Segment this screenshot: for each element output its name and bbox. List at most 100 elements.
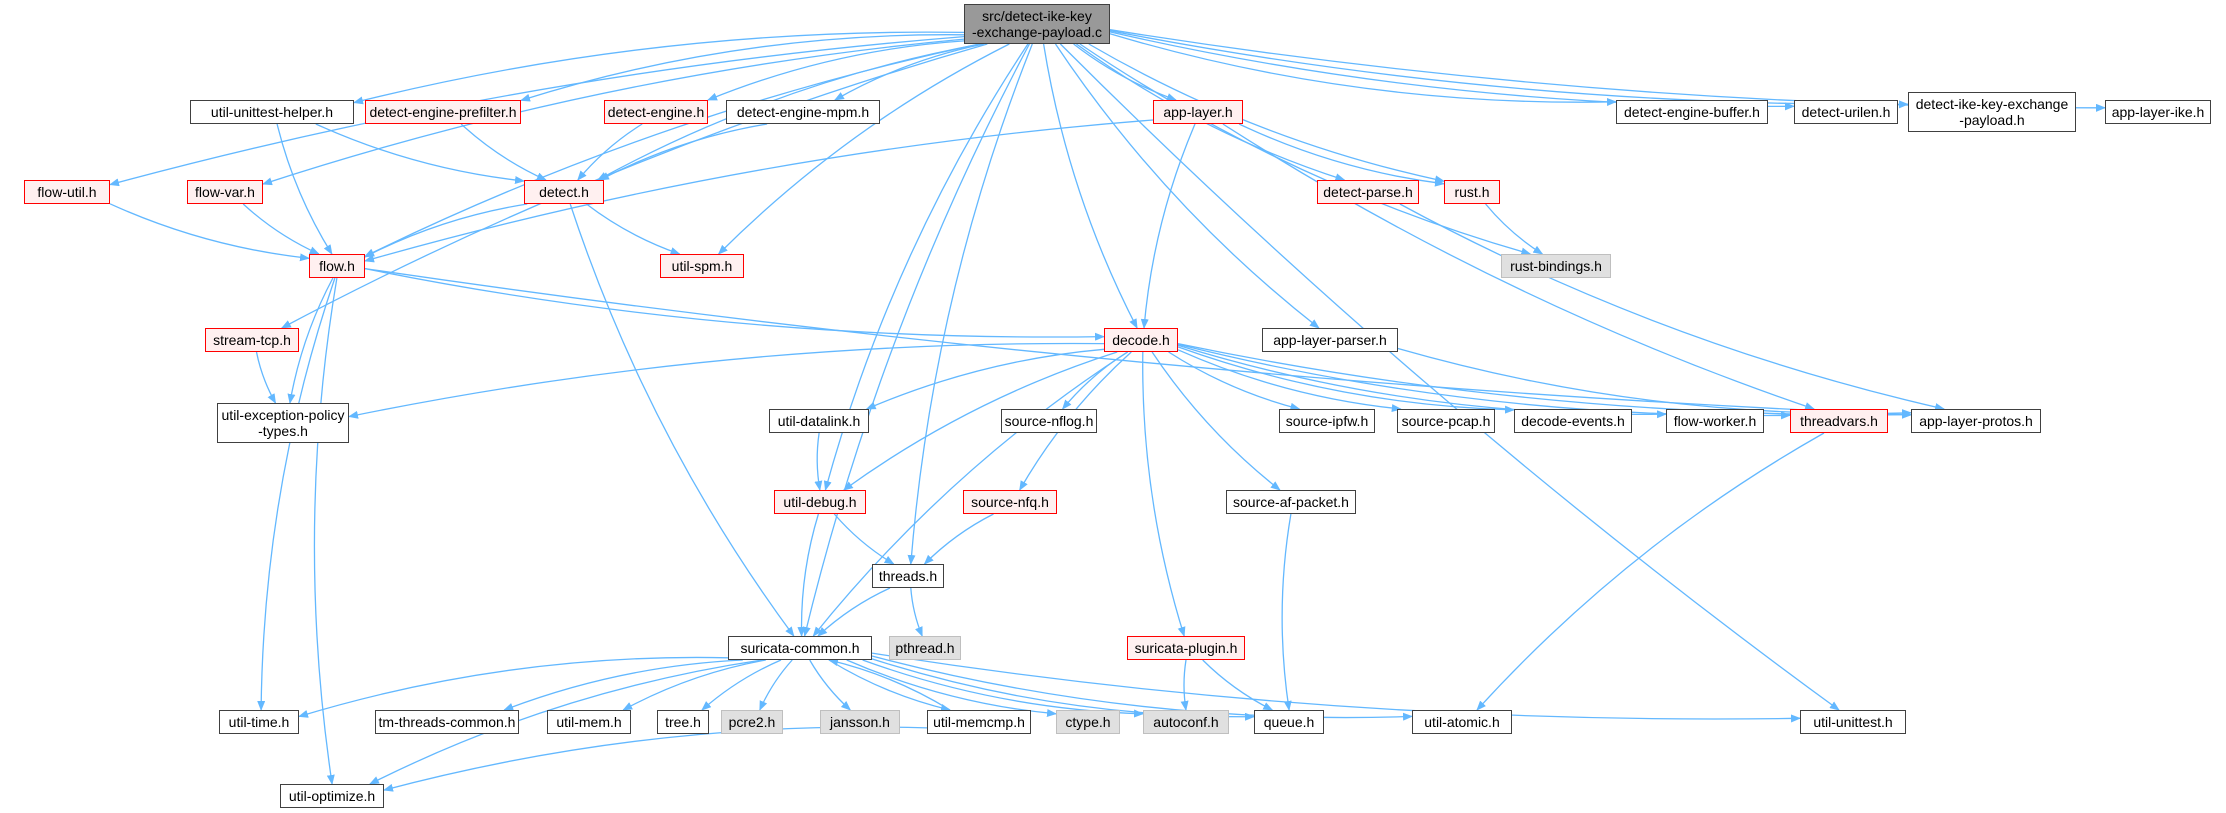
edge-decode-to-source-af-packet <box>1151 351 1281 491</box>
node-util-debug[interactable]: util-debug.h <box>774 490 866 514</box>
node-queue[interactable]: queue.h <box>1254 710 1324 734</box>
edge-flow-util-to-flow <box>109 203 310 262</box>
node-jansson[interactable]: jansson.h <box>820 710 900 734</box>
node-util-exception-policy-types[interactable]: util-exception-policy -types.h <box>217 403 349 443</box>
edge-util-unittest-helper-to-flow <box>276 123 333 255</box>
edge-decode-to-util-debug <box>842 351 1118 491</box>
node-util-unittest[interactable]: util-unittest.h <box>1800 710 1906 734</box>
edge-root-to-flow-var <box>262 38 965 186</box>
node-rust-bindings[interactable]: rust-bindings.h <box>1501 254 1611 278</box>
edge-detect-parse-to-app-layer-protos <box>1399 203 1946 411</box>
node-app-layer-protos[interactable]: app-layer-protos.h <box>1911 409 2041 433</box>
edge-suricata-common-to-util-mem <box>622 659 766 711</box>
node-source-pcap[interactable]: source-pcap.h <box>1397 409 1495 433</box>
edge-root-to-decode <box>1042 43 1138 329</box>
node-detect-engine-buffer[interactable]: detect-engine-buffer.h <box>1616 100 1768 124</box>
node-stream-tcp[interactable]: stream-tcp.h <box>205 328 299 352</box>
edge-util-memcmp-to-util-optimize <box>383 726 928 792</box>
edge-decode-to-suricata-common <box>812 351 1129 637</box>
edge-root-to-detect-engine-buffer <box>1109 33 1617 106</box>
node-util-optimize[interactable]: util-optimize.h <box>280 784 384 808</box>
edge-threads-to-suricata-common <box>817 587 891 637</box>
node-threadvars[interactable]: threadvars.h <box>1790 409 1888 433</box>
node-source-ipfw[interactable]: source-ipfw.h <box>1279 409 1375 433</box>
edge-suricata-common-to-tree <box>701 659 782 711</box>
edge-root-to-util-unittest <box>1059 43 1840 711</box>
edge-suricata-common-to-util-unittest <box>871 652 1801 723</box>
edge-root-to-detect-ike-key-exchange-payload-h <box>1109 30 1909 109</box>
node-detect-urilen[interactable]: detect-urilen.h <box>1794 100 1898 124</box>
edge-root-to-stream-tcp <box>280 43 988 329</box>
node-detect-engine-mpm[interactable]: detect-engine-mpm.h <box>726 100 880 124</box>
node-decode-events[interactable]: decode-events.h <box>1514 409 1632 433</box>
node-util-memcmp[interactable]: util-memcmp.h <box>927 710 1031 734</box>
node-detect-ike-key-exchange-payload-h[interactable]: detect-ike-key-exchange -payload.h <box>1908 92 2076 132</box>
edge-detect-engine-mpm-to-detect <box>599 123 768 181</box>
node-app-layer-parser[interactable]: app-layer-parser.h <box>1262 328 1398 352</box>
node-app-layer[interactable]: app-layer.h <box>1153 100 1243 124</box>
node-pcre2[interactable]: pcre2.h <box>721 710 783 734</box>
node-flow-util[interactable]: flow-util.h <box>24 180 110 204</box>
node-util-mem[interactable]: util-mem.h <box>547 710 631 734</box>
node-pthread[interactable]: pthread.h <box>889 636 961 660</box>
edge-app-layer-to-decode <box>1140 123 1196 329</box>
node-util-datalink[interactable]: util-datalink.h <box>769 409 869 433</box>
edge-root-to-util-unittest-helper <box>353 31 965 105</box>
node-autoconf[interactable]: autoconf.h <box>1143 710 1229 734</box>
edge-decode-to-decode-events <box>1177 346 1515 414</box>
edge-flow-to-util-exception-policy-types <box>287 277 334 404</box>
node-source-nfq[interactable]: source-nfq.h <box>963 490 1057 514</box>
edge-flow-to-util-time <box>257 277 336 711</box>
edge-root-to-rust <box>1088 43 1445 184</box>
edge-util-debug-to-threads <box>833 513 895 565</box>
node-suricata-common[interactable]: suricata-common.h <box>728 636 872 660</box>
node-flow-var[interactable]: flow-var.h <box>187 180 263 204</box>
edge-root-to-rust-bindings <box>1079 43 1532 256</box>
edge-rust-to-rust-bindings <box>1485 203 1544 255</box>
node-rust[interactable]: rust.h <box>1444 180 1500 204</box>
node-detect-parse[interactable]: detect-parse.h <box>1317 180 1419 204</box>
node-util-spm[interactable]: util-spm.h <box>660 254 744 278</box>
node-detect-engine-prefilter[interactable]: detect-engine-prefilter.h <box>365 100 521 124</box>
node-util-unittest-helper[interactable]: util-unittest-helper.h <box>190 100 354 124</box>
edge-source-nfq-to-threads <box>923 513 994 565</box>
node-decode[interactable]: decode.h <box>1104 328 1178 352</box>
node-flow-worker[interactable]: flow-worker.h <box>1666 409 1764 433</box>
node-tree[interactable]: tree.h <box>657 710 709 734</box>
node-tm-threads-common[interactable]: tm-threads-common.h <box>375 710 519 734</box>
edge-flow-var-to-flow <box>242 203 320 255</box>
edge-root-to-detect-engine-prefilter <box>520 34 965 102</box>
node-detect[interactable]: detect.h <box>524 180 604 204</box>
node-util-atomic[interactable]: util-atomic.h <box>1412 710 1512 734</box>
edge-suricata-common-to-tm-threads-common <box>503 659 743 711</box>
node-app-layer-ike[interactable]: app-layer-ike.h <box>2105 100 2211 124</box>
edge-detect-to-suricata-common <box>569 203 795 637</box>
node-source-af-packet[interactable]: source-af-packet.h <box>1226 490 1356 514</box>
edge-detect-engine-prefilter-to-detect <box>460 123 547 181</box>
edge-app-layer-to-flow <box>364 119 1154 263</box>
edge-util-datalink-to-util-debug <box>814 432 823 491</box>
node-ctype[interactable]: ctype.h <box>1056 710 1120 734</box>
edge-flow-to-util-optimize <box>313 277 338 785</box>
edge-detect-engine-to-detect <box>577 123 643 181</box>
edge-flow-to-decode <box>364 267 1105 341</box>
node-source-nflog[interactable]: source-nflog.h <box>1001 409 1097 433</box>
node-root[interactable]: src/detect-ike-key -exchange-payload.c <box>964 4 1110 44</box>
edge-decode-to-suricata-plugin <box>1142 351 1186 637</box>
edge-root-to-flow-util <box>109 35 965 187</box>
edge-decode-to-util-datalink <box>865 348 1105 410</box>
edge-decode-to-source-pcap <box>1177 349 1402 413</box>
edge-root-to-app-layer-parser <box>1054 43 1320 329</box>
edge-suricata-common-to-util-time <box>298 656 729 718</box>
node-threads[interactable]: threads.h <box>872 564 944 588</box>
edge-root-to-flow <box>364 43 980 257</box>
edge-app-layer-to-rust <box>1238 123 1445 187</box>
edge-util-memcmp-to-suricata-common <box>828 658 951 711</box>
node-flow[interactable]: flow.h <box>309 254 365 278</box>
node-util-time[interactable]: util-time.h <box>219 710 299 734</box>
edge-suricata-plugin-to-autoconf <box>1180 659 1189 711</box>
node-detect-engine[interactable]: detect-engine.h <box>604 100 708 124</box>
edge-detect-to-flow <box>364 203 528 258</box>
node-suricata-plugin[interactable]: suricata-plugin.h <box>1127 636 1245 660</box>
edge-suricata-common-to-util-memcmp <box>828 659 951 712</box>
